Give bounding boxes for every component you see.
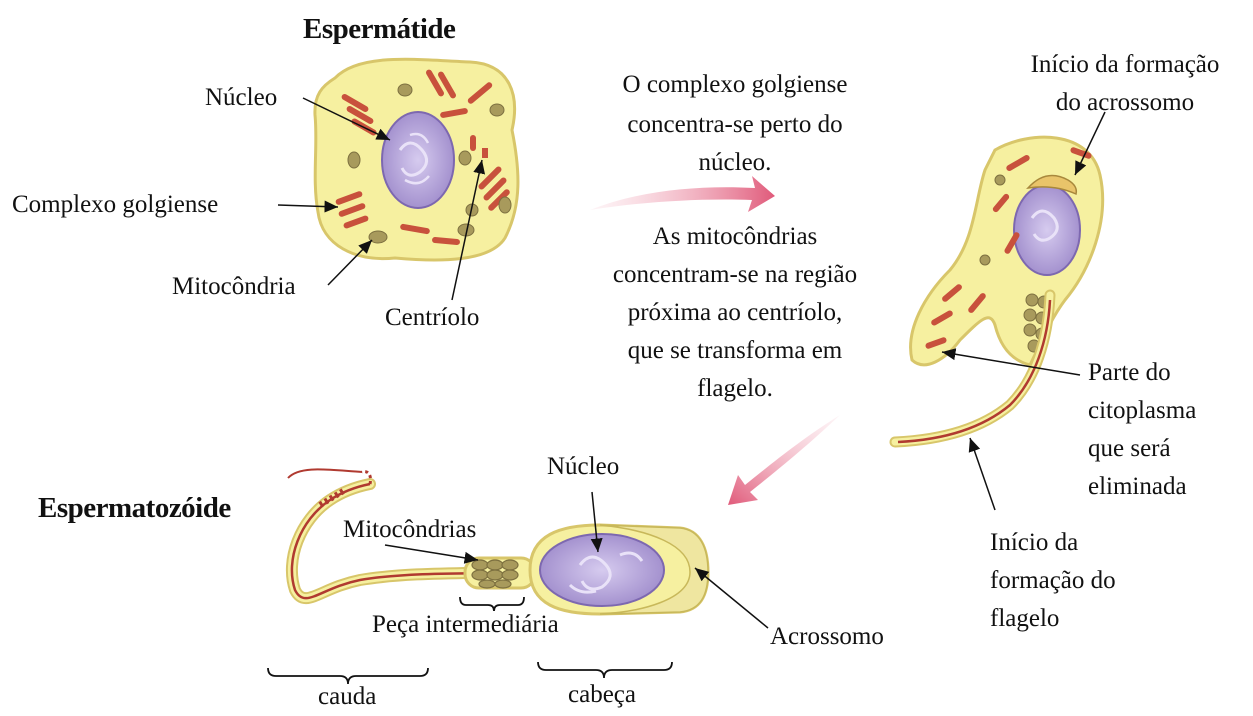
flagellum-start-label-3: flagelo (990, 604, 1059, 634)
head-label: cabeça (568, 680, 636, 710)
mito-text-4: que se transforma em (585, 336, 885, 366)
golgi-label: Complexo golgiense (12, 190, 218, 220)
centriole-label: Centríolo (385, 303, 479, 333)
mitochondrion-label: Mitocôndria (172, 272, 296, 302)
head-brace (538, 662, 672, 678)
mito-text-3: próxima ao centríolo, (585, 298, 885, 328)
acrosome-label: Acrossomo (770, 622, 884, 652)
developing-spermatid (895, 137, 1103, 442)
transition-arrow-2 (728, 415, 840, 505)
spermatid-cell (315, 59, 518, 260)
spermatid-nucleus-label: Núcleo (205, 83, 277, 113)
mito-text-2: concentram-se na região (585, 260, 885, 290)
middle-piece-brace (460, 597, 524, 611)
cytoplasm-label-3: que será (1088, 434, 1171, 464)
golgi-text-1: O complexo golgiense (585, 70, 885, 100)
mito-text-5: flagelo. (585, 374, 885, 404)
golgi-text-2: concentra-se perto do (585, 110, 885, 140)
transition-arrow-1 (590, 176, 775, 212)
flagellum-start-label-1: Início da (990, 528, 1078, 558)
middle-piece-label: Peça intermediária (372, 610, 559, 640)
cytoplasm-label-2: citoplasma (1088, 396, 1196, 426)
mito-text-1: As mitocôndrias (585, 222, 885, 252)
tail-label: cauda (318, 682, 376, 712)
flagellum-start-label-2: formação do (990, 566, 1116, 596)
mitochondria-label: Mitocôndrias (343, 515, 476, 545)
golgi-text-3: núcleo. (585, 148, 885, 178)
spermatozoon-title: Espermatozóide (38, 493, 231, 523)
cytoplasm-label-1: Parte do (1088, 358, 1171, 388)
cytoplasm-label-4: eliminada (1088, 472, 1187, 502)
acrosome-start-label-1: Início da formação (1000, 50, 1250, 80)
acrosome-start-label-2: do acrossomo (1000, 88, 1250, 118)
spermatid-centriole (482, 148, 488, 158)
spermatozoon-nucleus (540, 534, 664, 606)
spermatid-title: Espermátide (303, 14, 455, 44)
spermatid-nucleus (382, 112, 454, 208)
spermatozoon-nucleus-label: Núcleo (547, 452, 619, 482)
